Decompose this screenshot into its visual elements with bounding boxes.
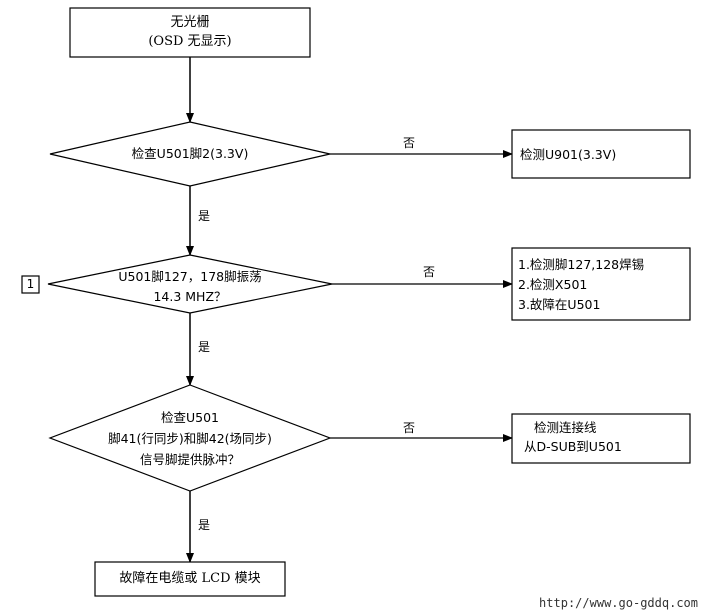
- watermark-url: http://www.go-gddq.com: [539, 596, 698, 610]
- start-box: [69, 7, 311, 58]
- result-box-2: [511, 247, 691, 321]
- decision-2-label-line2: 14.3 MHZ？: [153, 289, 227, 304]
- result-box-3: [511, 413, 691, 464]
- result-3-label-line2: 从D-SUB到U501: [524, 439, 622, 454]
- edge-label-no-3: 否: [403, 421, 416, 435]
- edge-label-yes-1: 是: [198, 209, 211, 223]
- start-label-line1: 无光栅: [170, 15, 210, 30]
- edge-label-no-2: 否: [423, 265, 436, 279]
- decision-3-label-line2: 脚41(行同步)和脚42(场同步): [108, 431, 272, 446]
- edge-label-no-1: 否: [403, 136, 416, 150]
- decision-3-label-line1: 检查U501: [160, 410, 219, 425]
- edge-label-yes-2: 是: [198, 340, 211, 354]
- result-2-label-line1: 1.检测脚127,128焊锡: [518, 257, 645, 272]
- connector-marker-label: 1: [26, 277, 35, 291]
- result-box-1: [511, 129, 691, 179]
- end-box: [94, 561, 286, 597]
- end-label: 故障在电缆或 LCD 模块: [119, 571, 261, 586]
- edge-label-yes-3: 是: [198, 518, 211, 532]
- decision-3-label-line3: 信号脚提供脉冲？: [139, 452, 240, 467]
- start-label-line2: (OSD 无显示): [148, 34, 232, 49]
- result-2-label-line2: 2.检测X501: [518, 277, 588, 292]
- decision-2-label-line1: U501脚127，178脚振荡: [118, 269, 262, 284]
- result-2-label-line3: 3.故障在U501: [518, 297, 601, 312]
- result-3-label-line1: 检测连接线: [534, 420, 597, 435]
- connector-marker: [21, 275, 40, 294]
- result-1-label: 检测U901(3.3V): [520, 147, 617, 162]
- decision-1-label: 检查U501脚2(3.3V): [131, 146, 249, 161]
